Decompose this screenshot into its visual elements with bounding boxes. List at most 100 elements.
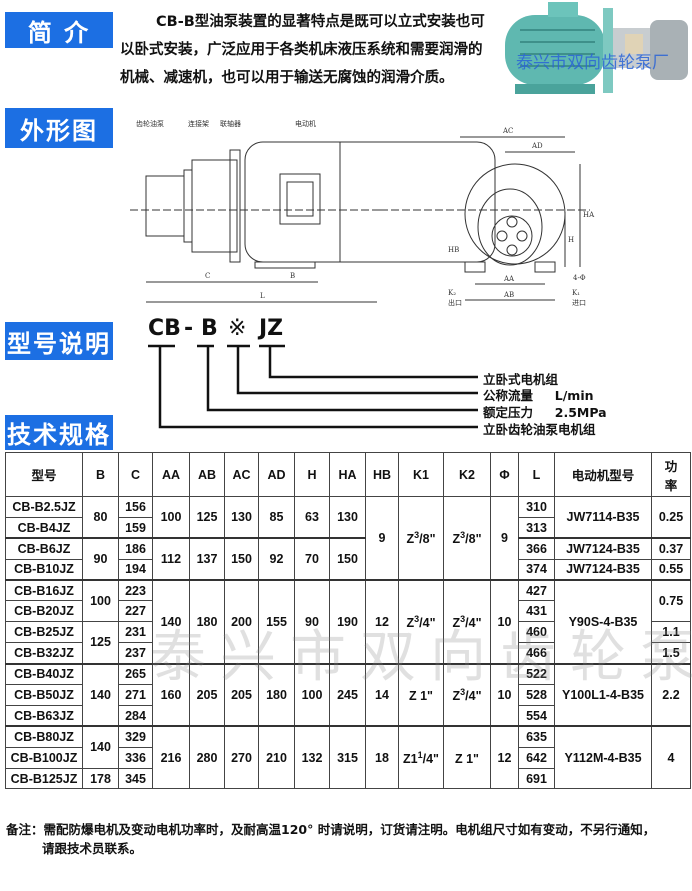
label-gear-pump: 齿轮油泵 — [136, 119, 164, 128]
section-title-spec: 技术规格 — [5, 415, 113, 450]
footnote: 备注：需配防爆电机及变动电机功率时，及耐高温120° 时请说明，订货请注明。电机… — [6, 820, 655, 858]
product-photo: 泰兴市双向齿轮泵厂 — [500, 0, 692, 98]
dim-h: H — [568, 236, 574, 244]
cell-L: 313 — [518, 516, 555, 539]
cell-AC: 270 — [224, 725, 259, 790]
label-connector: 连接架 — [188, 119, 209, 128]
cell-HA: 190 — [329, 579, 366, 665]
dim-b: B — [290, 272, 295, 280]
column-header-HB: HB — [365, 452, 399, 497]
cell-model: CB-B10JZ — [5, 558, 83, 581]
code-part-b: B — [201, 316, 218, 341]
thread-fraction-den: /8" — [465, 532, 482, 547]
cell-motor: JW7124-B35 — [554, 537, 652, 560]
thread-fraction-den: /4" — [465, 615, 482, 630]
thread-fraction-num: 3 — [414, 529, 420, 540]
dim-hb: HB — [448, 246, 459, 254]
code-meaning-pressure: 额定压力 2.5MPa — [483, 405, 607, 420]
thread-base: Z — [452, 615, 461, 630]
dim-ab: AB — [503, 291, 514, 299]
cell-AD: 85 — [258, 496, 295, 539]
dim-ad: AD — [531, 142, 543, 150]
cell-K1: Z3/4" — [398, 579, 444, 665]
photo-watermark: 泰兴市双向齿轮泵厂 — [516, 53, 669, 73]
cell-model: CB-B4JZ — [5, 516, 83, 539]
cell-model: CB-B100JZ — [5, 746, 83, 769]
cell-model: CB-B6JZ — [5, 537, 83, 560]
column-header-model: 型号 — [5, 452, 83, 497]
dim-c: C — [205, 272, 210, 280]
cell-C: 194 — [118, 558, 153, 581]
cell-L: 460 — [518, 621, 555, 644]
thread-fraction-den: /4" — [422, 751, 439, 766]
cell-motor: Y100L1-4-B35 — [554, 662, 652, 727]
cell-K1: Z11/4" — [398, 725, 444, 790]
cell-model: CB-B63JZ — [5, 704, 83, 727]
cell-phi: 12 — [490, 725, 519, 790]
cell-H: 70 — [294, 537, 330, 581]
dim-ac: AC — [502, 127, 513, 135]
cell-motor: JW7124-B35 — [554, 558, 652, 581]
intro-line: 机械、减速机，也可以用于输送无腐蚀的润滑介质。 — [120, 70, 454, 86]
cell-HB: 14 — [365, 662, 399, 727]
cell-motor: Y112M-4-B35 — [554, 725, 652, 790]
thread-fraction-den: /4" — [465, 689, 482, 704]
cell-phi: 10 — [490, 662, 519, 727]
outline-drawing: 齿轮油泵 连接架 联轴器 电动机 C B L AC AD HA H HB AA … — [130, 119, 595, 307]
cell-L: 366 — [518, 537, 555, 560]
thread-fraction-num: 3 — [460, 613, 466, 624]
thread-fraction-num: 3 — [414, 613, 420, 624]
cell-phi: 9 — [490, 496, 519, 581]
cell-model: CB-B80JZ — [5, 725, 83, 748]
cell-AD: 210 — [258, 725, 295, 790]
cell-K1: Z3/8" — [398, 496, 444, 581]
cell-K1: Z 1" — [398, 662, 444, 727]
cell-model: CB-B2.5JZ — [5, 496, 83, 518]
cell-B: 90 — [82, 537, 119, 581]
cell-model: CB-B25JZ — [5, 621, 83, 644]
cell-B: 140 — [82, 662, 119, 727]
cell-power: 2.2 — [651, 662, 691, 727]
cell-model: CB-B125JZ — [5, 767, 83, 790]
cell-L: 528 — [518, 684, 555, 706]
cell-H: 90 — [294, 579, 330, 665]
cell-B: 178 — [82, 767, 119, 790]
column-header-K1: K1 — [398, 452, 444, 497]
cell-AB: 180 — [189, 579, 225, 665]
cell-power: 1.5 — [651, 642, 691, 665]
cell-model: CB-B20JZ — [5, 600, 83, 623]
section-title-model: 型号说明 — [5, 322, 113, 360]
cell-H: 132 — [294, 725, 330, 790]
cell-L: 466 — [518, 642, 555, 665]
cell-AB: 137 — [189, 537, 225, 581]
code-leader-lines — [148, 344, 478, 429]
column-header-AD: AD — [258, 452, 295, 497]
section-title-outline: 外形图 — [5, 108, 113, 148]
cell-K2: Z 1" — [443, 725, 491, 790]
column-header-motor: 电动机型号 — [554, 452, 652, 497]
cell-L: 642 — [518, 746, 555, 769]
cell-phi: 10 — [490, 579, 519, 665]
cell-C: 329 — [118, 725, 153, 748]
code-meaning-flow: 公称流量 L/min — [483, 388, 594, 403]
code-part-dash: - — [184, 316, 194, 341]
cell-H: 63 — [294, 496, 330, 539]
cell-AD: 180 — [258, 662, 295, 727]
code-part-flow: ※ — [228, 316, 247, 341]
cell-model: CB-B16JZ — [5, 579, 83, 602]
cell-L: 554 — [518, 704, 555, 727]
cell-L: 310 — [518, 496, 555, 518]
cell-AB: 205 — [189, 662, 225, 727]
column-header-C: C — [118, 452, 153, 497]
dim-k2: K₂ — [448, 289, 456, 297]
cell-AA: 216 — [152, 725, 190, 790]
cell-AA: 100 — [152, 496, 190, 539]
